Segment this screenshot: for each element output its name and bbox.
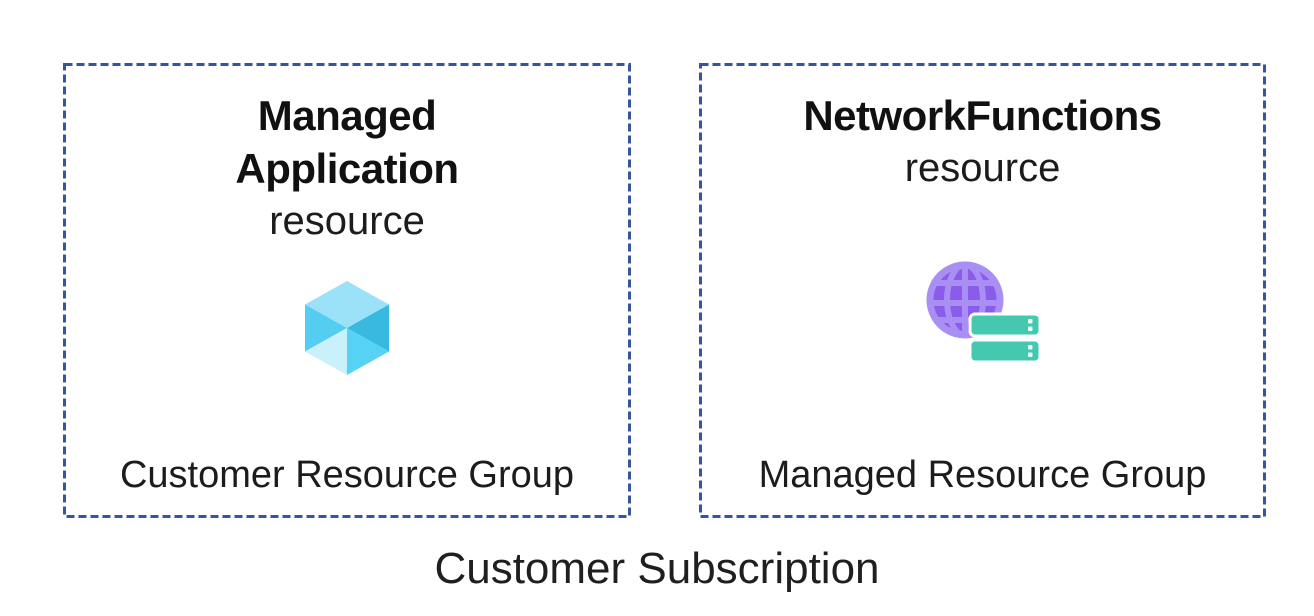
customer-subscription-label: Customer Subscription <box>434 544 880 593</box>
managed-resource-group-box: NetworkFunctions resource <box>699 63 1266 518</box>
customer-resource-group-box: Managed Application resource Customer Re… <box>63 63 631 518</box>
cube-icon <box>305 281 389 380</box>
title-subtext: resource <box>904 146 1061 190</box>
customer-resource-group-label: Customer Resource Group <box>119 454 575 496</box>
title-line-1: NetworkFunctions <box>803 92 1162 139</box>
network-functions-title: NetworkFunctions resource <box>699 89 1266 195</box>
title-line-1: Managed <box>257 92 437 139</box>
title-line-2: Application <box>235 145 459 192</box>
managed-application-title: Managed Application resource <box>63 89 631 248</box>
managed-resource-group-label: Managed Resource Group <box>758 454 1207 496</box>
servers-icon <box>968 312 1041 364</box>
title-subtext: resource <box>269 199 425 243</box>
globe-servers-icon <box>924 259 1042 370</box>
